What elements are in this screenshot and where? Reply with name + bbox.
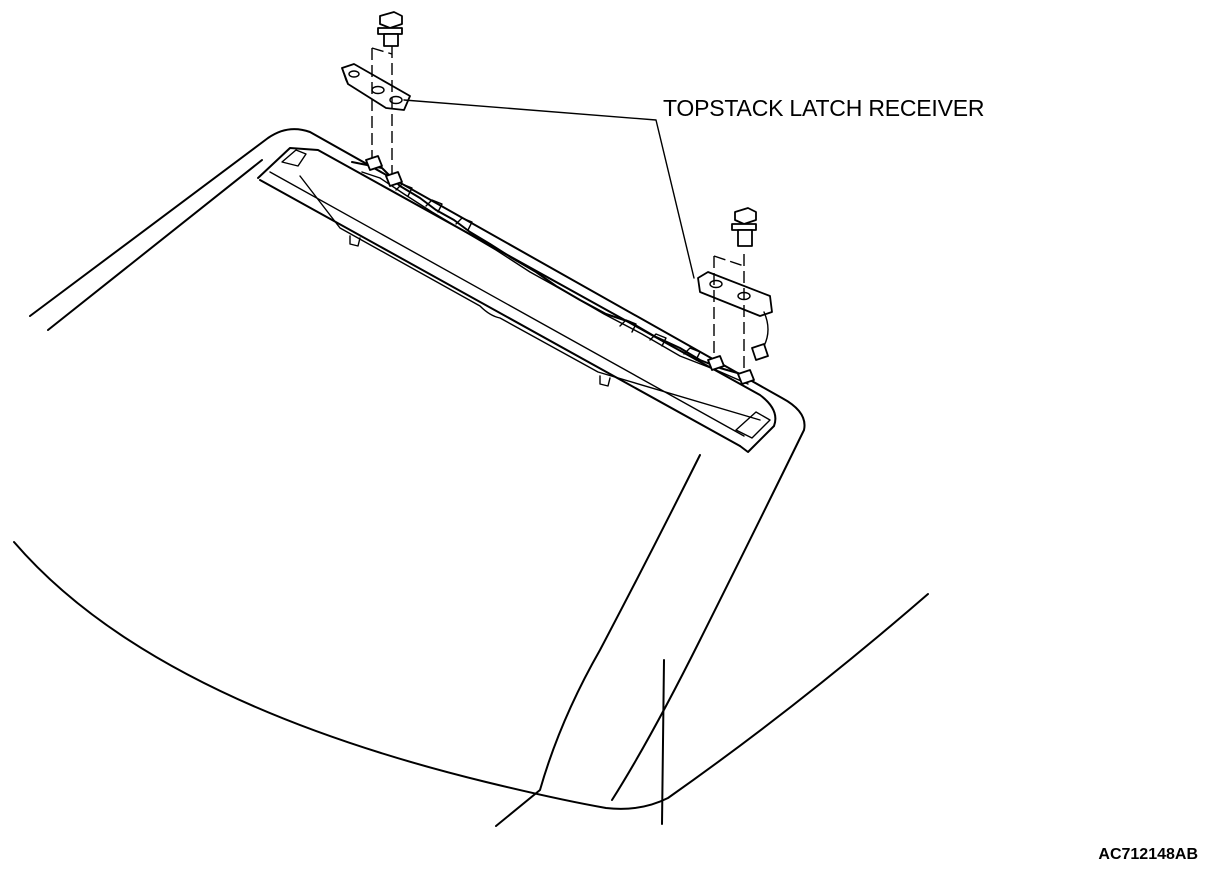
right-bolt [731,207,757,247]
assembly-guide-lines [371,46,745,376]
windshield-glass [13,128,929,827]
latch-receiver-label: TOPSTACK LATCH RECEIVER [663,95,985,121]
windshield-header-panel [257,147,777,453]
figure-id-label: AC712148AB [1098,846,1198,863]
left-latch-receiver [341,63,411,111]
header-seal-strip [351,161,749,385]
header-mount-points [365,155,755,385]
left-bolt [377,11,403,47]
callout-leader-lines [403,99,695,279]
right-latch-receiver [697,271,773,361]
